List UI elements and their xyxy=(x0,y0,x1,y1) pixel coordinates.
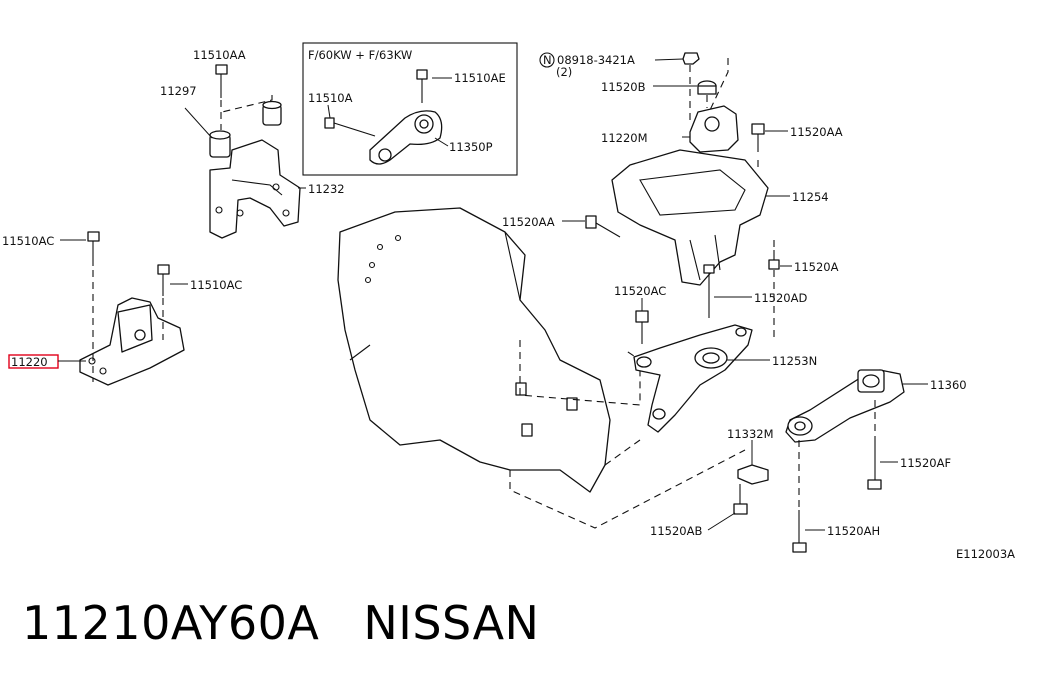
bracket-11232 xyxy=(209,139,301,239)
bolt-11510AA xyxy=(215,64,228,98)
label-08918-qty: (2) xyxy=(556,65,572,79)
label-11520AB: 11520AB xyxy=(650,524,702,538)
caption: 11210AY60A NISSAN xyxy=(22,596,539,650)
bolt-11520AA-top xyxy=(751,123,765,152)
stud-11520AD xyxy=(703,264,715,318)
part-number: 11210AY60A xyxy=(22,596,320,650)
label-11360: 11360 xyxy=(930,378,967,392)
label-11253N: 11253N xyxy=(772,354,817,368)
label-11520AC: 11520AC xyxy=(614,284,666,298)
insulator-11297-right xyxy=(262,100,282,126)
label-11520AA-mid: 11520AA xyxy=(502,215,555,229)
clip-11332M xyxy=(737,464,769,485)
bushing-11520B xyxy=(697,80,717,95)
bolt-11520AC xyxy=(635,310,649,344)
bolt-11510AE xyxy=(416,69,428,103)
label-11510AC-mid: 11510AC xyxy=(190,278,242,292)
engine-outline xyxy=(337,207,611,493)
inset-title: F/60KW + F/63KW xyxy=(308,48,412,62)
label-11520A: 11520A xyxy=(794,260,839,274)
insulator-11297-left xyxy=(209,130,231,158)
circled-n-icon xyxy=(539,52,555,68)
label-inset-11350P: 11350P xyxy=(449,140,493,154)
circled-n-letter: N xyxy=(543,53,552,67)
mount-11220M xyxy=(689,105,739,153)
label-11520AD: 11520AD xyxy=(754,291,807,305)
brand-name: NISSAN xyxy=(363,596,540,650)
label-11520AH: 11520AH xyxy=(827,524,880,538)
bolt-11510A xyxy=(324,117,376,137)
label-11520AF: 11520AF xyxy=(900,456,951,470)
label-11332M: 11332M xyxy=(727,427,774,441)
bolt-11520AB xyxy=(733,484,748,515)
label-11510AA: 11510AA xyxy=(193,48,246,62)
bolt-11510AC-left xyxy=(87,231,100,266)
torque-rod-11360 xyxy=(785,369,905,443)
bolt-11520AH xyxy=(792,510,807,553)
parts-diagram: F/60KW + F/63KW 11510A 11510AE 11350P xyxy=(2,42,1015,561)
inset-box: F/60KW + F/63KW 11510A 11510AE 11350P xyxy=(302,42,518,176)
bolt-11520AF xyxy=(867,440,882,490)
reference-code: E112003A xyxy=(956,547,1015,561)
bracket-11253N xyxy=(633,324,753,433)
bracket-11254 xyxy=(611,149,769,286)
label-11297: 11297 xyxy=(160,84,197,98)
label-11520B: 11520B xyxy=(601,80,646,94)
bolt-11520A xyxy=(768,250,780,270)
bolt-11510AC-mid xyxy=(157,264,170,296)
nut-08918-3421A xyxy=(682,52,700,65)
engine-mount-11220 xyxy=(79,297,185,386)
label-11254: 11254 xyxy=(792,190,829,204)
label-inset-11510AE: 11510AE xyxy=(454,71,506,85)
label-11520AA-top: 11520AA xyxy=(790,125,843,139)
bolt-11520AA-mid xyxy=(585,215,621,238)
label-08918-3421A: 08918-3421A xyxy=(557,53,635,67)
label-11220: 11220 xyxy=(11,355,48,369)
label-11220M: 11220M xyxy=(601,131,648,145)
label-inset-11510A: 11510A xyxy=(308,91,353,105)
torque-rod-11350P xyxy=(369,110,443,165)
label-11510AC-left: 11510AC xyxy=(2,234,54,248)
label-11232: 11232 xyxy=(308,182,345,196)
